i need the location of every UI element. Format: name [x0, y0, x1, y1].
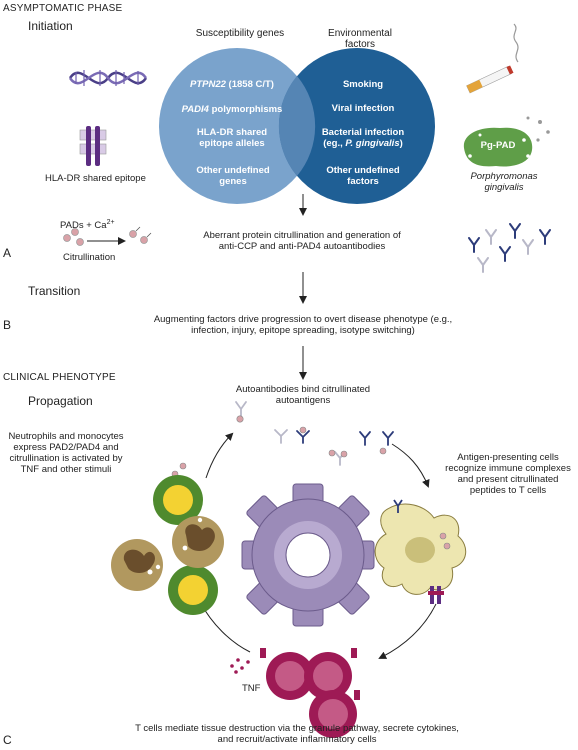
section-asymptomatic-heading: ASYMPTOMATIC PHASE — [3, 3, 123, 14]
env-bacterial-line1: Bacterial infection — [321, 127, 405, 138]
pads-text: PADs + Ca — [60, 220, 107, 232]
smoke-icon — [513, 23, 519, 63]
env-bacterial-infection: Bacterial infection (eg., P. gingivalis) — [306, 127, 420, 149]
env-viral-infection: Viral infection — [331, 103, 395, 114]
environmental-factors-circle — [279, 48, 435, 204]
porphyromonas-label: Porphyromonas gingivalis — [470, 171, 538, 193]
aberrant-citrullination-text: Aberrant protein citrullination and gene… — [203, 230, 401, 252]
environmental-factors-title: Environmental factors — [328, 28, 392, 50]
gene-hla-dr: HLA-DR shared epitope alleles — [196, 127, 268, 149]
t-cells — [260, 648, 360, 738]
augmenting-factors-text: Augmenting factors drive progression to … — [153, 314, 453, 336]
section-clinical-heading: CLINICAL PHENOTYPE — [3, 372, 116, 383]
susceptibility-genes-circle — [159, 48, 315, 204]
antibodies-cluster-icon — [468, 223, 551, 273]
gene-padi4-name: PADI4 — [181, 104, 209, 115]
gene-ptpn22-variant: (1858 C/T) — [225, 79, 274, 90]
initiation-label: Initiation — [28, 19, 73, 33]
pg-bacterium-icon — [463, 116, 550, 167]
gene-ptpn22: PTPN22 (1858 C/T) — [174, 79, 290, 90]
pads-superscript: 2+ — [106, 219, 115, 226]
hla-dr-epitope-label: HLA-DR shared epitope — [45, 173, 146, 184]
propagation-label: Propagation — [28, 394, 93, 408]
tnf-molecules-icon — [230, 658, 250, 674]
gene-padi4: PADI4 polymorphisms — [170, 104, 294, 115]
pads-label: PADs + Ca2+ — [60, 217, 115, 231]
gear-icon — [241, 483, 375, 627]
apc-text: Antigen-presenting cells recognize immun… — [445, 452, 571, 496]
autoantibodies-text: Autoantibodies bind citrullinated autoan… — [235, 384, 371, 406]
dna-helix-icon — [68, 70, 148, 86]
gene-padi4-rest: polymorphisms — [208, 104, 283, 115]
panel-label-c: C — [3, 733, 12, 747]
antigen-presenting-cell — [374, 499, 467, 604]
venn-diagram — [159, 48, 435, 204]
citrullination-molecules-icon — [63, 226, 152, 246]
neutrophils-and-monocytes — [111, 475, 224, 615]
env-bacterial-species: P. gingivalis — [345, 138, 400, 149]
immune-complexes-icon — [171, 401, 394, 484]
venn-overlap — [278, 76, 316, 176]
env-bacterial-prefix: (eg., — [323, 138, 346, 149]
cigarette-icon — [466, 65, 514, 94]
neutrophils-monocytes-text: Neutrophils and monocytes express PAD2/P… — [8, 431, 124, 475]
citrullination-label: Citrullination — [63, 252, 116, 263]
env-smoking: Smoking — [342, 79, 384, 90]
gene-other: Other undefined genes — [196, 165, 270, 187]
t-cells-text: T cells mediate tissue destruction via t… — [135, 723, 459, 745]
hla-dr-molecule-icon — [79, 126, 107, 166]
panel-label-a: A — [3, 246, 12, 260]
transition-label: Transition — [28, 284, 81, 298]
tnf-label: TNF — [242, 683, 261, 694]
pg-pad-label: Pg-PAD — [480, 140, 516, 151]
env-bacterial-suffix: ) — [399, 138, 403, 149]
susceptibility-genes-title: Susceptibility genes — [195, 28, 285, 39]
env-other: Other undefined factors — [326, 165, 400, 187]
panel-label-b: B — [3, 318, 12, 332]
gene-ptpn22-name: PTPN22 — [190, 79, 226, 90]
